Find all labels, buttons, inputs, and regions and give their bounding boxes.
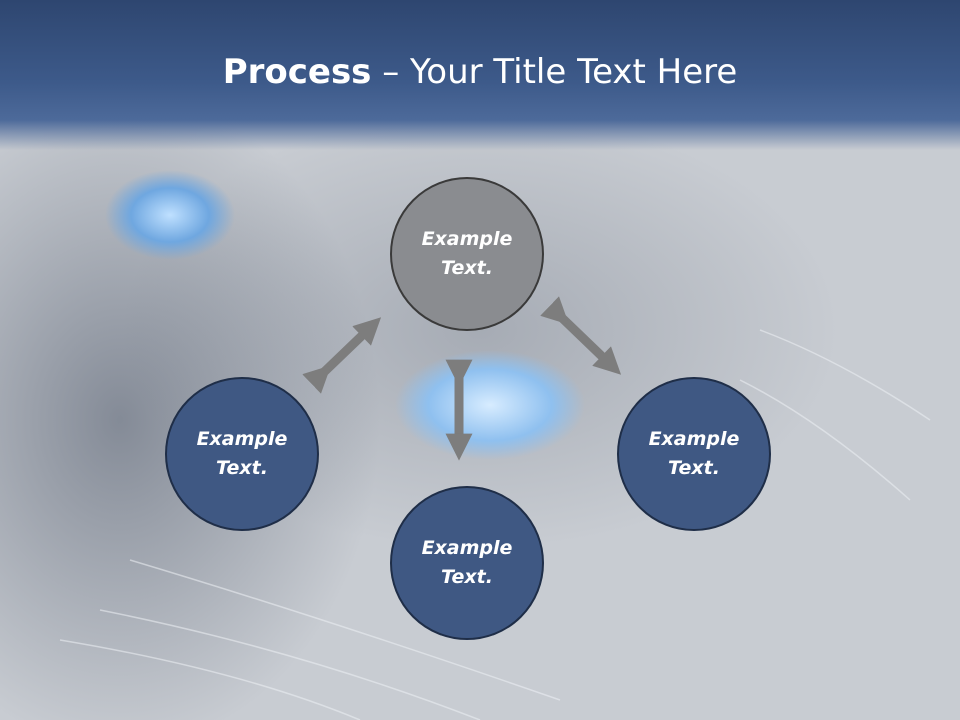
node-left-label: Example Text. <box>196 428 288 479</box>
title-rest: – Your Title Text Here <box>371 52 738 92</box>
title-bar <box>0 0 960 150</box>
node-top: Example Text. <box>390 177 544 331</box>
node-top-label: Example Text. <box>421 228 513 279</box>
node-left: Example Text. <box>165 377 319 531</box>
node-bottom-label: Example Text. <box>421 537 513 588</box>
node-right-label: Example Text. <box>648 428 740 479</box>
node-right: Example Text. <box>617 377 771 531</box>
title-bold: Process <box>222 52 372 92</box>
node-bottom: Example Text. <box>390 486 544 640</box>
page-title: Process – Your Title Text Here <box>0 52 960 92</box>
arrow-top-right <box>540 296 622 375</box>
arrow-top-left <box>302 317 382 394</box>
